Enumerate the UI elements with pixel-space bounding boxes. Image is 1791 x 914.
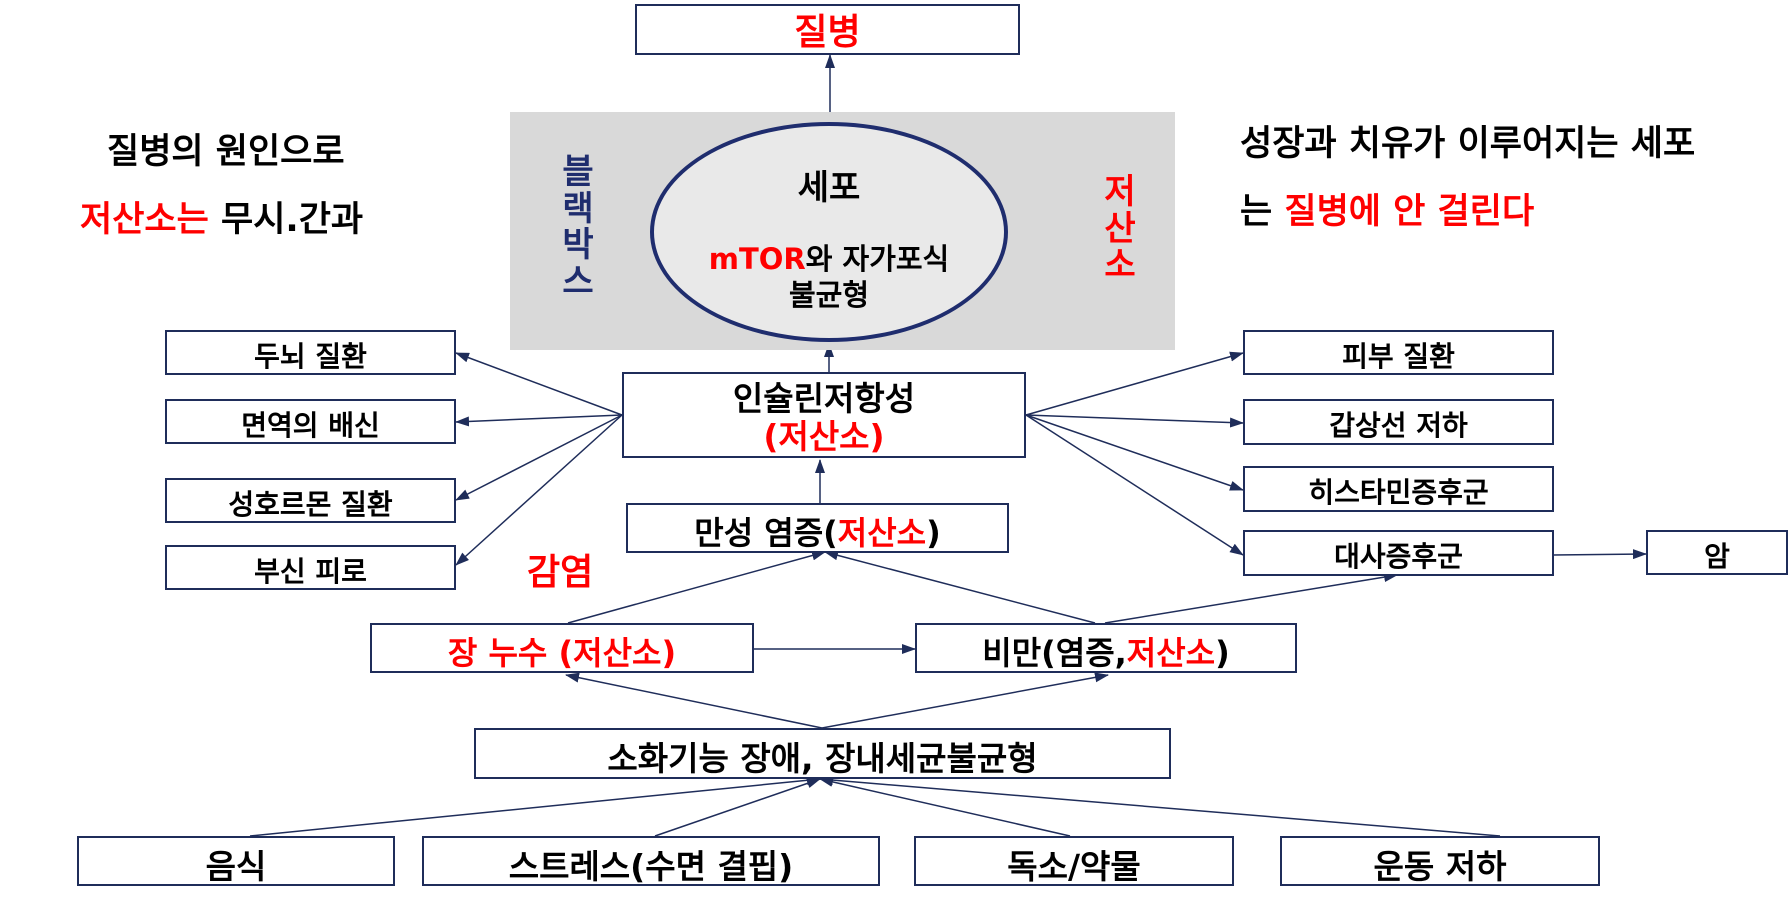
arrow-insulin-to-metabolic — [1025, 414, 1244, 556]
left-disease-hormone: 성호르몬 질환 — [165, 478, 456, 523]
right-disease-thyroid: 갑상선 저하 — [1243, 399, 1554, 445]
right-disease-metabolic: 대사증후군 — [1243, 530, 1554, 576]
chronic-inflammation-box: 만성 염증(저산소) — [626, 503, 1009, 553]
arrow-insulin-to-histamine — [1025, 414, 1244, 491]
cell-line1: mTOR와 자가포식 — [708, 242, 950, 276]
cell-line2: 불균형 — [788, 278, 870, 312]
right-note-line1: 성장과 치유가 이루어지는 세포 — [1240, 124, 1696, 164]
arrow-digestion-to-leaky — [565, 672, 823, 729]
arrow-insulin-to-immune — [455, 414, 623, 427]
infection-label: 감염 — [527, 552, 594, 593]
arrow-exercise-to-digestion — [819, 775, 1501, 837]
arrow-food-to-digestion — [249, 775, 821, 837]
arrow-metabolic-to-cancer — [1552, 549, 1647, 560]
left-note-line1: 질병의 원인으로 — [107, 132, 345, 172]
left-note-line2: 저산소는 무시.간과 — [80, 200, 364, 240]
left-note: 질병의 원인으로 저산소는 무시.간과 — [80, 118, 363, 254]
arrow-toxin-to-digestion — [819, 777, 1071, 837]
arrow-insulin-to-brain — [455, 352, 623, 416]
disease-label: 질병 — [794, 11, 861, 53]
obesity-box: 비만(염증,저산소) — [915, 623, 1297, 673]
arrow-leaky-to-inflammation — [567, 550, 826, 624]
right-disease-histamine: 히스타민증후군 — [1243, 466, 1554, 512]
arrow-insulin-to-hormone — [455, 414, 623, 501]
insulin-line1: 인슐린저항성 — [732, 379, 916, 419]
insulin-resistance-box: 인슐린저항성 (저산소) — [622, 372, 1026, 458]
cause-toxin: 독소/약물 — [914, 836, 1234, 886]
cancer-box: 암 — [1646, 530, 1788, 575]
right-note-line2: 는 질병에 안 걸린다 — [1240, 192, 1535, 232]
arrow-obesity-to-inflammation — [824, 550, 1096, 624]
left-disease-brain: 두뇌 질환 — [165, 330, 456, 375]
insulin-line2: (저산소) — [763, 417, 885, 456]
cause-exercise: 운동 저하 — [1280, 836, 1600, 886]
blackbox-label: 블 랙 박 스 — [562, 152, 594, 303]
arrow-insulin-to-thyroid — [1025, 414, 1244, 428]
right-note: 성장과 치유가 이루어지는 세포 는 질병에 안 걸린다 — [1240, 110, 1695, 246]
left-disease-immune: 면역의 배신 — [165, 399, 456, 444]
leaky-gut-box: 장 누수 (저산소) — [370, 623, 754, 673]
left-disease-adrenal: 부신 피로 — [165, 545, 456, 590]
arrow-insulin-to-skin — [1025, 351, 1244, 416]
arrow-insulin-to-adrenal — [455, 414, 623, 566]
arrow-digestion-to-obesity — [821, 672, 1109, 729]
right-disease-skin: 피부 질환 — [1243, 330, 1554, 375]
digestion-box: 소화기능 장애, 장내세균불균형 — [474, 728, 1171, 779]
cell-ellipse: 세포 mTOR와 자가포식 불균형 — [650, 122, 1008, 342]
disease-box: 질병 — [635, 4, 1020, 55]
cell-title: 세포 — [797, 168, 861, 208]
arrow-stress-to-digestion — [654, 778, 821, 837]
cause-food: 음식 — [77, 836, 395, 886]
arrow-obesity-to-metabolic — [1104, 572, 1398, 624]
hypoxia-label: 저 산 소 — [1104, 172, 1136, 286]
cause-stress: 스트레스(수면 결핍) — [422, 836, 880, 886]
